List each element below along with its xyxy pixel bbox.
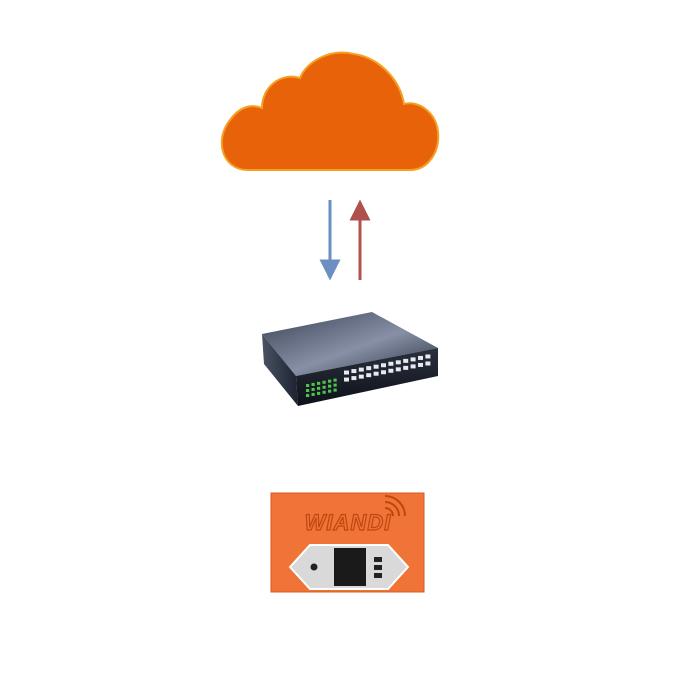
status-led [322, 380, 326, 384]
switch-port [410, 364, 416, 369]
status-led [328, 384, 332, 388]
switch-port [395, 360, 401, 365]
status-led [311, 382, 315, 386]
status-led [328, 379, 332, 383]
switch-port [358, 367, 364, 372]
status-led [333, 388, 337, 392]
device-logo: WIANDI [305, 510, 392, 535]
switch-port [366, 366, 372, 371]
status-led [306, 394, 310, 398]
switch-port [388, 368, 394, 373]
switch-port [388, 361, 394, 366]
network-switch-icon [262, 312, 438, 406]
status-led [322, 385, 326, 389]
status-led [317, 381, 321, 385]
switch-port [425, 354, 431, 359]
switch-port [418, 355, 423, 360]
status-led [333, 383, 337, 387]
switch-port [418, 362, 423, 367]
status-led [322, 390, 326, 394]
switch-port [403, 365, 409, 370]
status-led [328, 389, 332, 393]
switch-port [344, 370, 349, 375]
switch-port [351, 369, 357, 374]
status-led [306, 384, 310, 388]
switch-port [358, 374, 364, 379]
switch-port [373, 364, 379, 369]
cloud-icon [220, 51, 440, 171]
switch-port [344, 377, 349, 382]
switch-port [425, 361, 431, 366]
switch-port [395, 367, 401, 372]
switch-port [410, 357, 416, 362]
switch-port [351, 376, 357, 381]
switch-port [381, 370, 386, 375]
status-led [317, 386, 321, 390]
switch-port [403, 358, 409, 363]
wiandi-device-icon: WIANDI [270, 492, 425, 593]
switch-port [373, 371, 379, 376]
status-led [311, 392, 315, 396]
switch-port [366, 373, 372, 378]
status-led [317, 391, 321, 395]
status-led [311, 387, 315, 391]
switch-port [381, 363, 386, 368]
status-led [306, 389, 310, 393]
wifi-signal-icon [384, 495, 406, 517]
status-led [333, 378, 337, 382]
